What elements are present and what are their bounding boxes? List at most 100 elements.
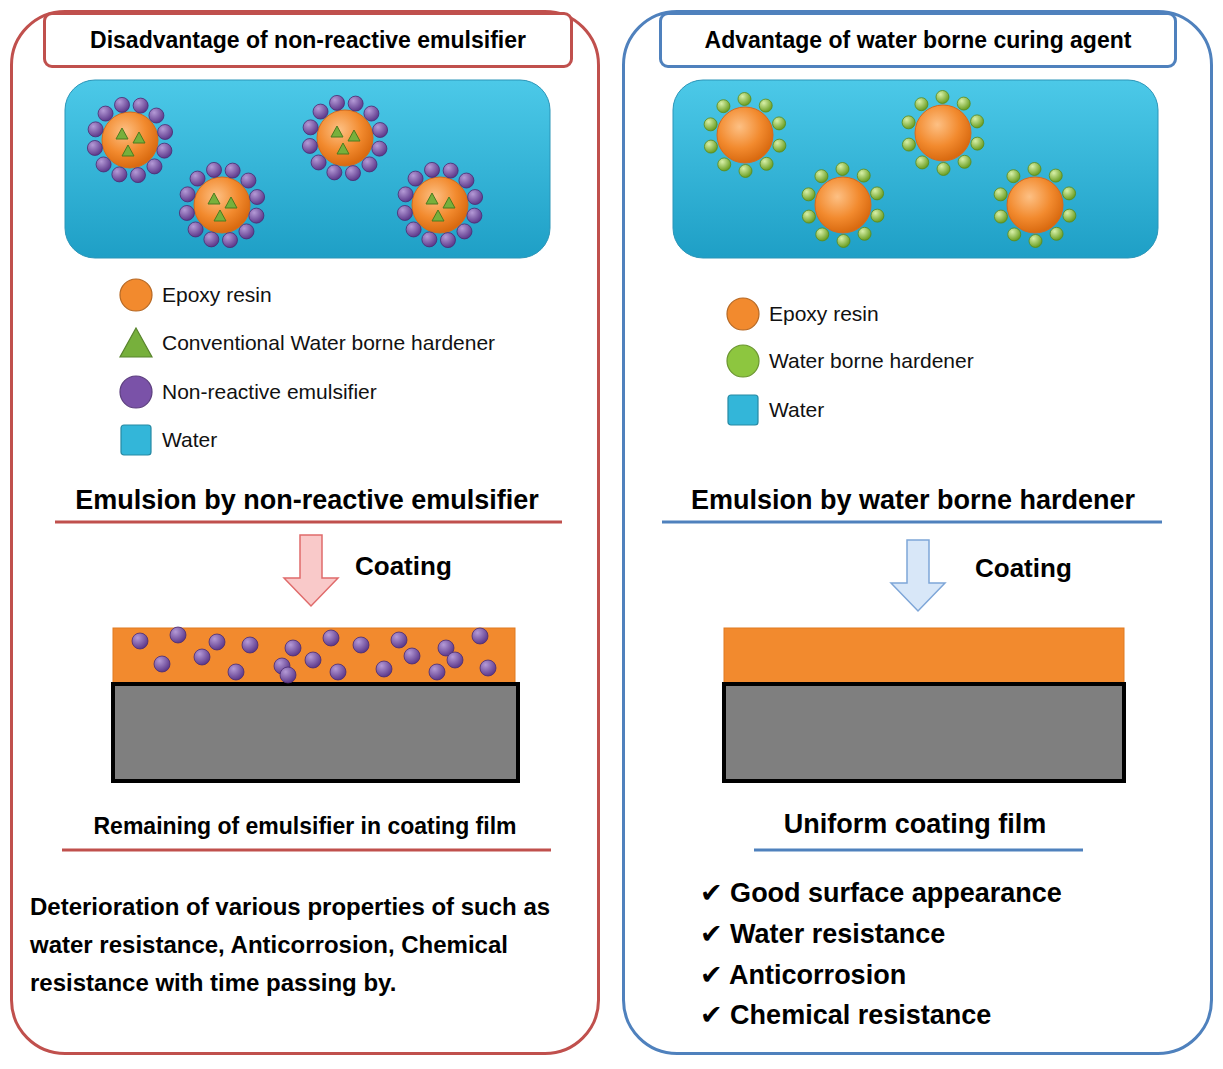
emulsifier-ball (98, 106, 113, 121)
epoxy-particle (412, 177, 468, 233)
emulsifier-ball (149, 108, 164, 123)
emulsifier-ball (239, 224, 254, 239)
hardener-ball (1050, 227, 1063, 240)
emulsifier-ball (425, 162, 440, 177)
hardener-ball (1029, 234, 1042, 247)
underline (662, 521, 1162, 524)
hardener-ball (1049, 169, 1062, 182)
emulsifier-ball (311, 155, 326, 170)
step-label: Coating (355, 550, 495, 583)
emulsifier-ball (87, 140, 102, 155)
emulsifier-ball (228, 664, 244, 680)
emulsifier-ball (429, 664, 445, 680)
emulsifier-ball (222, 233, 237, 248)
hardener-ball (802, 188, 815, 201)
hardener-ball (738, 93, 751, 106)
epoxy-particle (915, 105, 971, 161)
hardener-triangle (122, 145, 134, 156)
emulsifier-ball (280, 667, 296, 683)
emulsifier-ball (204, 232, 219, 247)
check-item: ✔ Chemical resistance (700, 998, 1180, 1032)
hardener-triangle (432, 210, 444, 221)
emulsifier-ball (147, 159, 162, 174)
emulsifier-ball (372, 141, 387, 156)
residual-emulsifier (132, 627, 496, 683)
hardener-ball (937, 162, 950, 175)
emulsifier-ball (96, 157, 111, 172)
emulsifier-ball (190, 171, 205, 186)
emulsifier-ball (408, 171, 423, 186)
hardener-ball (704, 118, 717, 131)
emulsifier-ball (468, 190, 483, 205)
emulsifier-ball (302, 138, 317, 153)
legend-swatch (120, 279, 152, 311)
check-item: ✔ Good surface appearance (700, 876, 1180, 910)
emulsifier-ball (250, 190, 265, 205)
hardener-ball (815, 170, 828, 183)
emulsifier-ball (459, 173, 474, 188)
process-arrow (891, 540, 945, 611)
hardener-ball (936, 91, 949, 104)
water-bath (65, 80, 550, 258)
emulsifier-ball (209, 634, 225, 650)
hardener-triangle (214, 210, 226, 221)
hardener-ball (1063, 187, 1076, 200)
legend-swatch (118, 374, 154, 410)
emulsifier-ball (303, 120, 318, 135)
hardener-ball (1007, 170, 1020, 183)
hardener-ball (958, 155, 971, 168)
hardener-ball (858, 227, 871, 240)
substrate (113, 684, 518, 781)
hardener-ball (816, 228, 829, 241)
emulsifier-ball (249, 208, 264, 223)
coating-film (113, 628, 515, 684)
emulsifier-ball (154, 656, 170, 672)
note-text: Deterioration of various properties of s… (30, 888, 602, 1002)
hardener-triangle (426, 193, 438, 204)
section-heading: Uniform coating film (715, 807, 1115, 841)
hardener-ball (902, 116, 915, 129)
emulsifier-ball (330, 664, 346, 680)
hardener-ball (1008, 228, 1021, 241)
emulsion-particles (87, 91, 1075, 248)
hardener-triangle (133, 132, 145, 143)
legend-swatch (728, 395, 758, 425)
emulsifier-ball (285, 640, 301, 656)
hardener-ball (902, 138, 915, 151)
emulsifier-ball (345, 166, 360, 181)
emulsifier-ball (88, 122, 103, 137)
emulsifier-ball (188, 222, 203, 237)
panel-heading: Disadvantage of non-reactive emulsifier (43, 12, 573, 68)
section-heading: Remaining of emulsifier in coating film (25, 812, 585, 841)
epoxy-particle (102, 112, 158, 168)
panel-heading: Advantage of water borne curing agent (659, 12, 1177, 68)
hardener-triangle (331, 126, 343, 137)
hardener-triangle (225, 197, 237, 208)
hardener-ball (871, 209, 884, 222)
coating-film (724, 628, 1124, 684)
legend-label: Non-reactive emulsifier (162, 380, 377, 404)
hardener-ball (971, 115, 984, 128)
emulsifier-ball (180, 187, 195, 202)
hardener-ball (994, 188, 1007, 201)
legend-swatch (120, 376, 152, 408)
hardener-ball (871, 187, 884, 200)
emulsifier-ball (170, 627, 186, 643)
emulsifier-ball (130, 168, 145, 183)
legend-label: Epoxy resin (769, 302, 879, 326)
emulsifier-ball (157, 143, 172, 158)
legend-swatch (725, 343, 761, 379)
hardener-triangle (337, 143, 349, 154)
hardener-triangle (208, 193, 220, 204)
legend-swatch (725, 392, 761, 428)
legend-label: Water borne hardener (769, 349, 974, 373)
section-heading: Emulsion by non-reactive emulsifier (27, 483, 587, 517)
hardener-ball (802, 210, 815, 223)
hardener-ball (1063, 209, 1076, 222)
legend-swatch (727, 345, 759, 377)
section-heading: Emulsion by water borne hardener (633, 483, 1193, 517)
hardener-ball (773, 139, 786, 152)
epoxy-particle (317, 110, 373, 166)
hardener-ball (717, 100, 730, 113)
substrate (724, 684, 1124, 781)
